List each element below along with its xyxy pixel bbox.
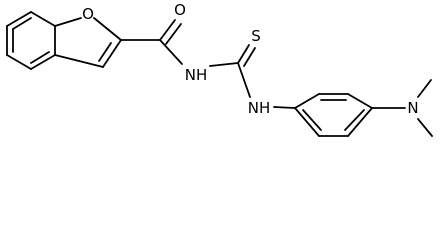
phenyl-ring xyxy=(273,93,373,137)
dimethylamino-group xyxy=(371,79,433,137)
thioamide-nitrogen-label: NH xyxy=(248,99,271,117)
benzofuran-ring xyxy=(6,11,122,70)
thiourea-group xyxy=(209,44,256,98)
thione-sulfur-label: S xyxy=(251,27,261,45)
carbonyl-oxygen-label: O xyxy=(174,1,186,19)
amine-nitrogen-label: N xyxy=(407,99,418,117)
amide-nitrogen-label: NH xyxy=(185,66,208,84)
chemical-structure: O O NH S NH N xyxy=(6,1,433,137)
furan-oxygen-label: O xyxy=(82,5,94,23)
carbonyl-group xyxy=(120,19,183,65)
